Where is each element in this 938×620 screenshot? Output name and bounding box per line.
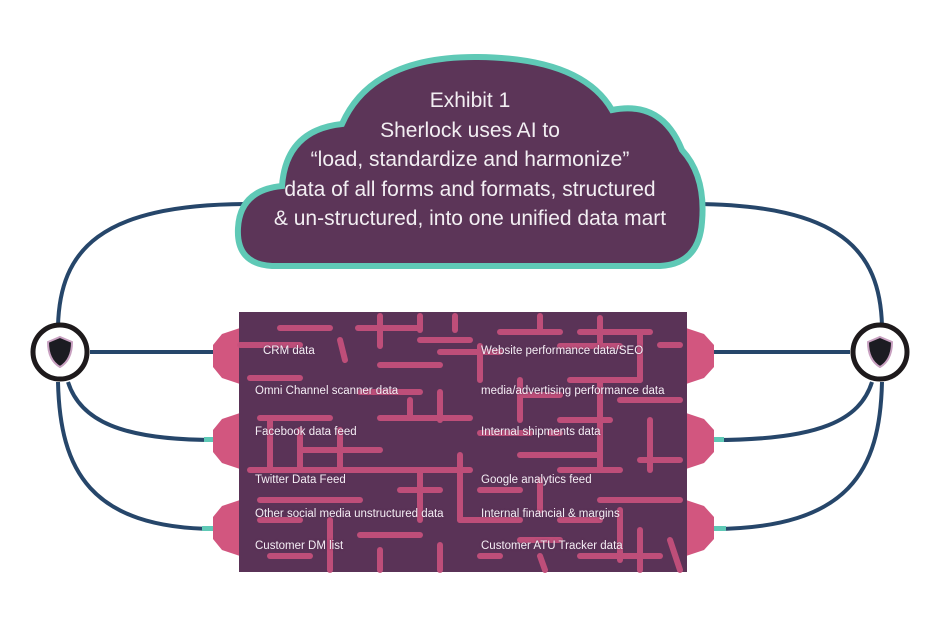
line-right-to-cloud: [694, 202, 884, 327]
teal-plugs: [202, 437, 726, 531]
data-mart-box: [213, 312, 714, 573]
source-label: Internal shipments data: [481, 426, 601, 438]
source-label: media/advertising performance data: [481, 385, 665, 397]
maze-segment: [667, 537, 683, 573]
line-left-bottom: [56, 381, 216, 531]
source-label: Google analytics feed: [481, 474, 592, 486]
cloud-caption: Exhibit 1 Sherlock uses AI to “load, sta…: [240, 86, 700, 234]
source-label: Twitter Data Feed: [255, 474, 346, 486]
source-label: Omni Channel scanner data: [255, 385, 399, 397]
source-label: Facebook data feed: [255, 426, 357, 438]
source-label: Website performance data/SEO: [481, 345, 644, 357]
source-label: Customer DM list: [255, 540, 344, 552]
caption-line: Sherlock uses AI to: [380, 118, 560, 142]
cloud-shape: [234, 53, 706, 269]
line-left-to-cloud: [56, 202, 246, 327]
right-node: [850, 322, 910, 382]
caption-line: & un-structured, into one unified data m…: [273, 207, 667, 230]
shield-icon: [46, 335, 74, 369]
maze-segment: [337, 337, 348, 363]
caption-line: “load, standardize and harmonize”: [310, 148, 630, 171]
source-label: Other social media unstructured data: [255, 508, 444, 520]
source-label: Internal financial & margins: [481, 508, 620, 520]
maze-segment: [537, 553, 548, 573]
caption-line: data of all forms and formats, structure…: [284, 177, 656, 201]
caption-title: Exhibit 1: [429, 89, 511, 112]
line-right-mid: [713, 381, 874, 442]
source-label: Customer ATU Tracker data: [481, 540, 623, 552]
line-right-bottom: [713, 381, 884, 531]
line-left-mid: [66, 381, 216, 442]
shield-icon: [866, 335, 894, 369]
left-node: [30, 322, 90, 382]
source-label: CRM data: [263, 345, 315, 357]
connector-lines: [56, 202, 884, 531]
